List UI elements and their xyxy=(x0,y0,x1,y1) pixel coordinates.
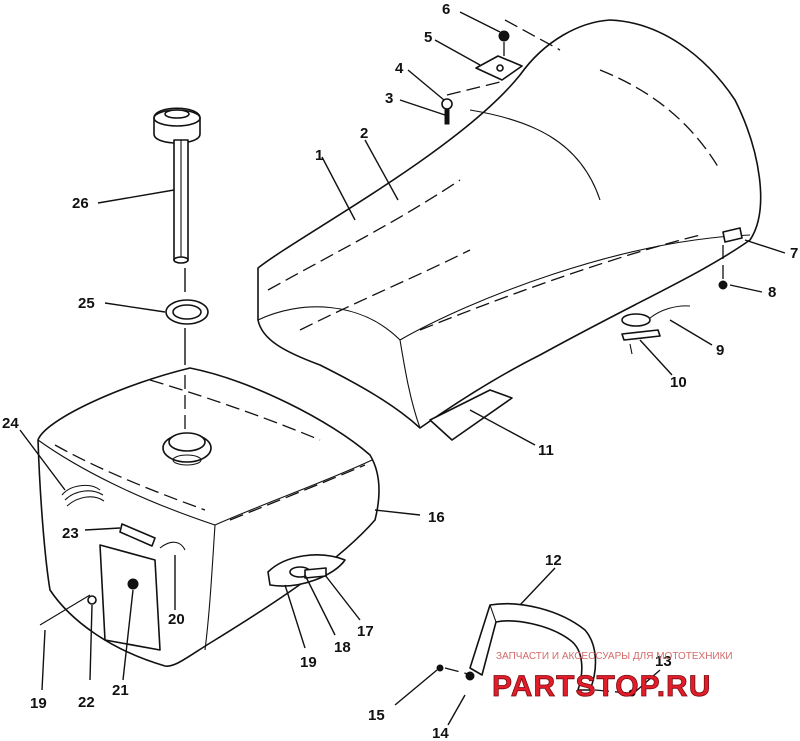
callout-22: 22 xyxy=(78,694,95,711)
callout-25: 25 xyxy=(78,295,95,312)
seat xyxy=(257,19,762,429)
callout-18: 18 xyxy=(334,639,351,656)
seat-latch-hardware xyxy=(441,19,561,125)
fuel-gauge xyxy=(153,107,201,264)
leader-lines xyxy=(19,11,786,726)
callout-2: 2 xyxy=(360,125,368,142)
callout-7: 7 xyxy=(790,245,798,262)
callout-4: 4 xyxy=(395,60,404,77)
callout-13: 13 xyxy=(655,653,672,670)
callout-12: 12 xyxy=(545,552,562,569)
seat-base-plate xyxy=(429,389,513,441)
watermark-logo: PARTSTOP.RU xyxy=(492,670,711,703)
callout-5: 5 xyxy=(424,29,432,46)
callout-16: 16 xyxy=(428,509,445,526)
callout-11: 11 xyxy=(538,442,554,459)
callout-23: 23 xyxy=(62,525,79,542)
callout-9: 9 xyxy=(716,342,724,359)
callout-10: 10 xyxy=(670,374,687,391)
bolt-3 xyxy=(444,109,450,125)
watermark-tagline: ЗАПЧАСТИ И АКСЕССУАРЫ ДЛЯ МОТОТЕХНИКИ xyxy=(496,651,733,662)
callout-3: 3 xyxy=(385,90,393,107)
callout-19-hose: 19 xyxy=(30,695,47,712)
nut-6 xyxy=(498,30,510,42)
callout-17: 17 xyxy=(357,623,374,640)
callout-14: 14 xyxy=(432,725,449,741)
washer-4 xyxy=(441,98,453,110)
seat-side-hardware xyxy=(621,227,743,355)
callout-8: 8 xyxy=(768,284,776,301)
callout-6: 6 xyxy=(442,1,450,18)
callout-24: 24 xyxy=(2,415,19,432)
callout-19-petcock: 19 xyxy=(300,654,317,671)
partstop-watermark: ЗАПЧАСТИ И АКСЕССУАРЫ ДЛЯ МОТОТЕХНИКИ PA… xyxy=(492,651,733,703)
callout-15: 15 xyxy=(368,707,385,724)
grab-handle xyxy=(436,602,636,697)
fuel-cap-gasket xyxy=(165,299,209,325)
callout-26: 26 xyxy=(72,195,89,212)
callout-1: 1 xyxy=(315,147,323,164)
callout-21: 21 xyxy=(112,682,129,699)
callout-20: 20 xyxy=(168,611,185,628)
